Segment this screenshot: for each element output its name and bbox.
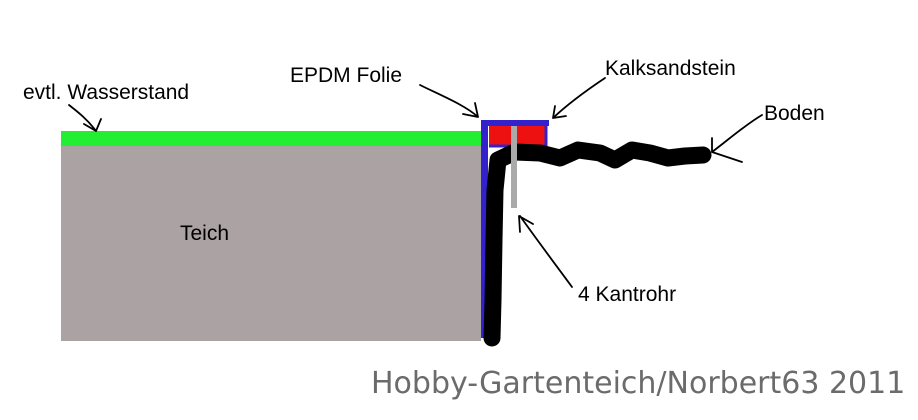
square-pipe	[511, 126, 517, 208]
label-pipe: 4 Kantrohr	[578, 283, 676, 306]
label-stone: Kalksandstein	[605, 57, 736, 80]
arrow-water-level	[68, 104, 102, 132]
label-liner: EPDM Folie	[290, 64, 402, 87]
arrow-liner	[419, 84, 479, 118]
arrow-pipe	[518, 215, 573, 288]
label-water-level: evtl. Wasserstand	[23, 81, 189, 104]
credit-text: Hobby-Gartenteich/Norbert63 2011	[371, 366, 905, 401]
pond-body	[61, 146, 481, 341]
arrow-stone	[552, 77, 606, 119]
label-soil: Boden	[764, 102, 825, 125]
soil-line	[483, 141, 712, 347]
water-level-strip	[61, 131, 481, 146]
label-pond: Teich	[180, 222, 229, 245]
arrow-soil	[711, 114, 763, 163]
kalksandstein-block	[489, 126, 546, 146]
